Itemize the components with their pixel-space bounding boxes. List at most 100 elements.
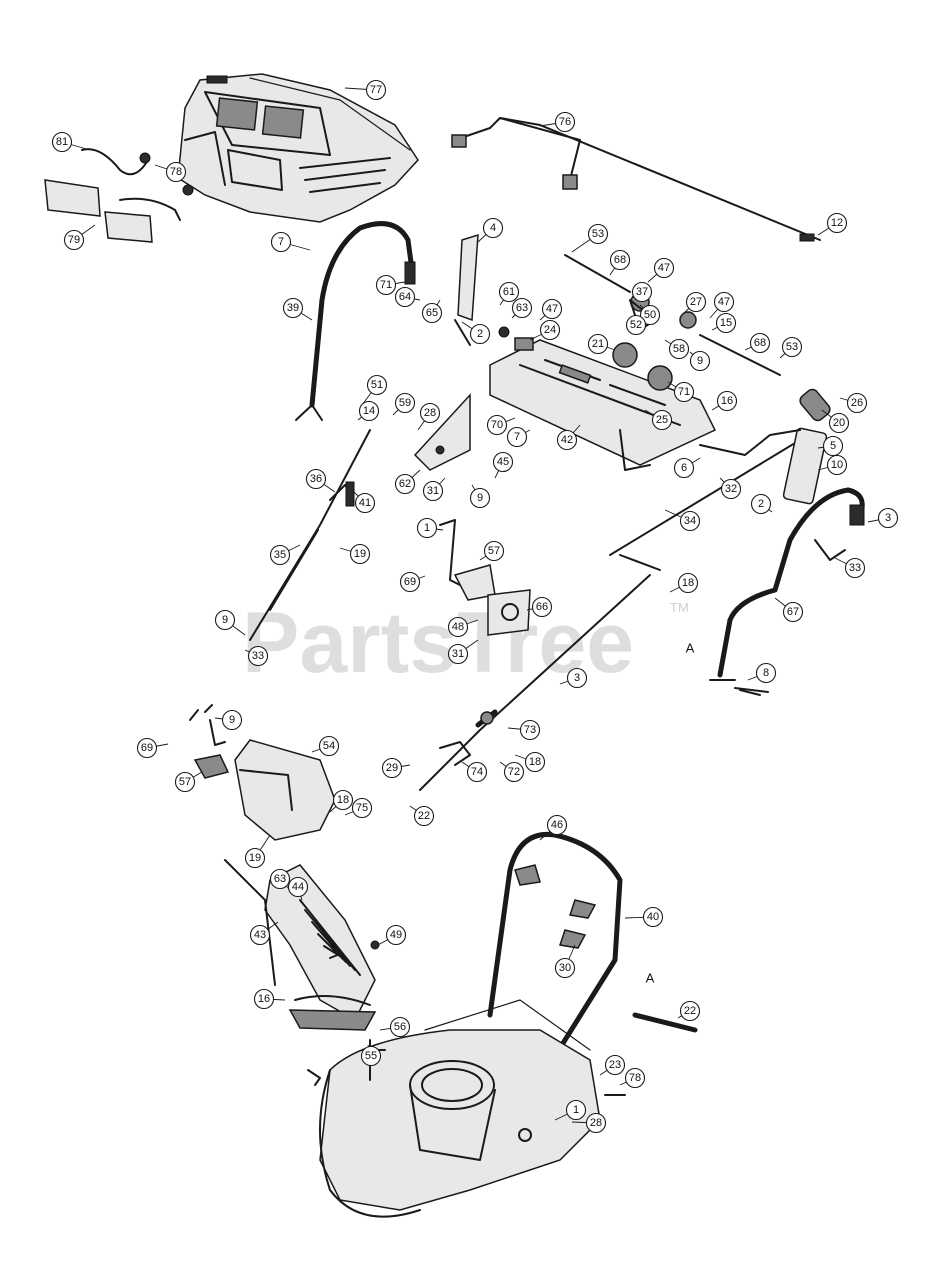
- control-panel: [489, 339, 717, 471]
- callout-number: 59: [399, 397, 411, 409]
- callout-circle: [506, 426, 528, 448]
- callout-circle: [511, 297, 533, 319]
- callout-number: 7: [278, 236, 284, 248]
- callout-circle: [269, 544, 291, 566]
- upper-handle-left: [295, 221, 416, 421]
- callout-circle: [305, 468, 327, 490]
- callout-number: 40: [647, 911, 659, 923]
- callout-number: 9: [697, 355, 703, 367]
- part-callout: 32: [720, 478, 742, 500]
- callout-circle: [720, 478, 742, 500]
- callout-number: 58: [673, 343, 685, 355]
- part-callout: 22: [679, 1000, 701, 1022]
- callout-circle: [554, 957, 576, 979]
- callout-number: 29: [386, 762, 398, 774]
- callout-number: 19: [354, 548, 366, 560]
- callout-number: 28: [590, 1117, 602, 1129]
- callout-number: 55: [365, 1050, 377, 1062]
- callout-circle: [685, 291, 707, 313]
- callout-number: 3: [885, 512, 891, 524]
- callout-number: 10: [831, 459, 843, 471]
- callout-number: 72: [508, 766, 520, 778]
- callout-number: 7: [514, 431, 520, 443]
- callout-number: 65: [426, 307, 438, 319]
- part-callout: 69: [399, 571, 421, 593]
- callout-circle: [492, 451, 514, 473]
- callout-number: 37: [636, 286, 648, 298]
- callout-circle: [587, 223, 609, 245]
- callout-circle: [269, 868, 291, 890]
- callout-circle: [214, 609, 236, 631]
- callout-circle: [679, 510, 701, 532]
- part-callout: 58: [668, 338, 690, 360]
- callout-circle: [642, 906, 664, 928]
- callout-circle: [679, 1000, 701, 1022]
- callout-number: 74: [471, 766, 483, 778]
- chute-crank-bracket: [249, 393, 471, 641]
- wire-harness: [451, 117, 821, 242]
- callout-number: 71: [380, 279, 392, 291]
- callout-number: 4: [490, 222, 496, 234]
- part-callout: 67: [782, 601, 804, 623]
- part-callout: 53: [781, 336, 803, 358]
- part-callout: 9: [469, 487, 491, 509]
- part-callout: 1: [416, 517, 438, 539]
- part-callout: 42: [556, 429, 578, 451]
- callout-circle: [498, 281, 520, 303]
- callout-number: 64: [399, 291, 411, 303]
- part-callout: 2: [469, 323, 491, 345]
- part-callout: 78: [165, 161, 187, 183]
- callout-circle: [539, 319, 561, 341]
- callout-circle: [394, 392, 416, 414]
- callout-number: 39: [287, 302, 299, 314]
- callout-number: 32: [725, 483, 737, 495]
- callout-circle: [546, 814, 568, 836]
- callout-circle: [755, 662, 777, 684]
- part-callout: 71: [375, 274, 397, 296]
- callout-number: 71: [678, 386, 690, 398]
- part-callout: 61: [498, 281, 520, 303]
- part-callout: 33: [247, 645, 269, 667]
- callout-circle: [421, 302, 443, 324]
- callout-number: 47: [546, 303, 558, 315]
- callout-circle: [639, 304, 661, 326]
- callout-circle: [413, 805, 435, 827]
- callout-number: 43: [254, 929, 266, 941]
- callout-number: 66: [536, 601, 548, 613]
- part-callout: 39: [282, 297, 304, 319]
- callout-number: 49: [390, 929, 402, 941]
- part-callout: 9: [221, 709, 243, 731]
- chute-deflector: [189, 704, 336, 841]
- part-callout: 23: [604, 1054, 626, 1076]
- part-callout: 49: [385, 924, 407, 946]
- callout-number: 69: [404, 576, 416, 588]
- callout-number: 73: [524, 724, 536, 736]
- part-callout: 41: [354, 492, 376, 514]
- callout-number: 20: [833, 417, 845, 429]
- part-callout: 77: [365, 79, 387, 101]
- part-callout: 1: [565, 1099, 587, 1121]
- callout-circle: [360, 1045, 382, 1067]
- callout-number: 47: [658, 262, 670, 274]
- part-callout: 16: [716, 390, 738, 412]
- callout-number: 31: [427, 485, 439, 497]
- callout-circle: [358, 400, 380, 422]
- part-callout: 25: [651, 409, 673, 431]
- callout-number: 22: [418, 810, 430, 822]
- part-callout: 24: [539, 319, 561, 341]
- callout-circle: [828, 412, 850, 434]
- callout-number: 68: [754, 337, 766, 349]
- callout-number: 48: [452, 621, 464, 633]
- part-callout: 3: [566, 667, 588, 689]
- part-callout: 16: [253, 988, 275, 1010]
- part-callout: 6: [673, 457, 695, 479]
- callout-circle: [282, 297, 304, 319]
- callout-circle: [625, 314, 647, 336]
- part-callout: 78: [624, 1067, 646, 1089]
- part-callout: 8: [755, 662, 777, 684]
- part-callout: 18: [677, 572, 699, 594]
- callout-circle: [877, 507, 899, 529]
- part-callout: 43: [249, 924, 271, 946]
- part-callout: 76: [554, 111, 576, 133]
- part-callout: 54: [318, 735, 340, 757]
